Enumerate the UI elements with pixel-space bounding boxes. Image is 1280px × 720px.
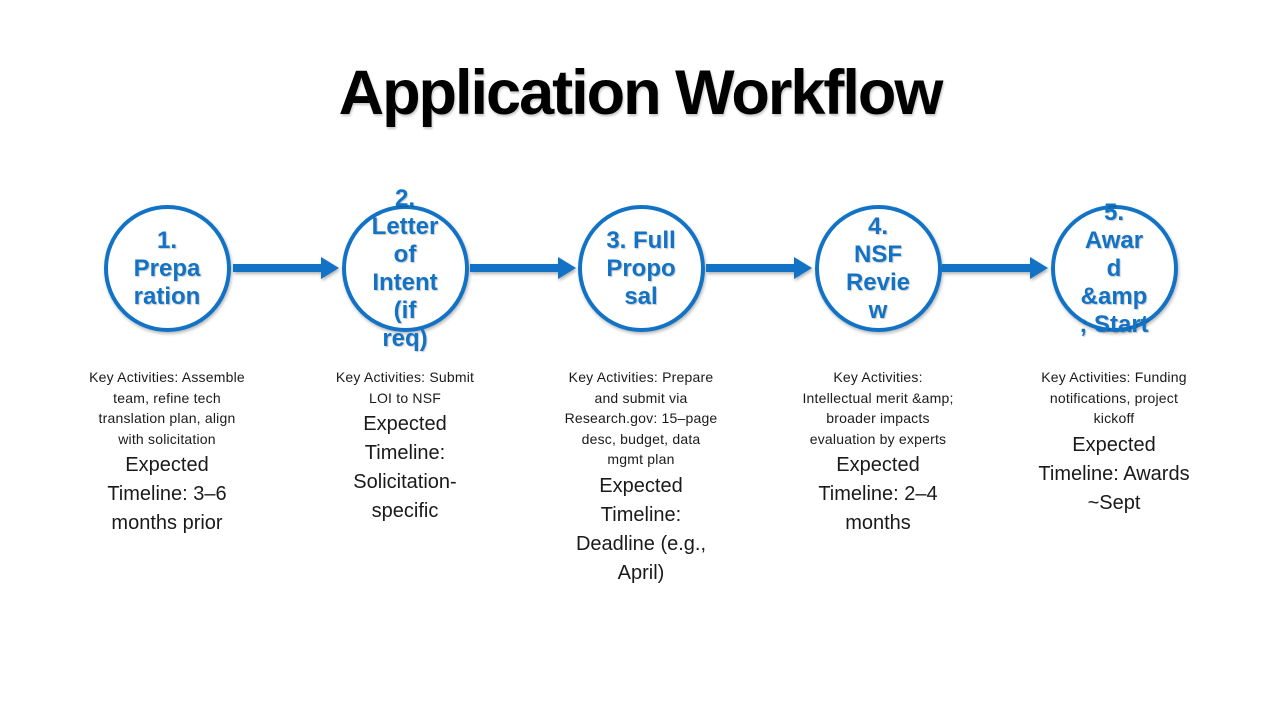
slide-title: Application Workflow [338, 58, 944, 128]
expected-timeline-text: Expected Timeline: 3–6 months prior [107, 454, 227, 534]
arrow-head [321, 257, 339, 279]
stage-circle-5: 5. Awar d &amp ; Start [1050, 199, 1178, 338]
arrow-head [794, 257, 812, 279]
stage-circle-1: 1. Prepa ration [103, 205, 231, 332]
key-activities-text: Key Activities: Intellectual merit &amp;… [802, 369, 954, 447]
arrow-shaft [470, 264, 560, 272]
right-arrow-icon [706, 257, 812, 279]
arrow-shaft [233, 264, 323, 272]
key-activities-text: Key Activities: Submit LOI to NSF [335, 369, 475, 406]
stage-circle-4: 4. NSF Revie w [814, 205, 942, 332]
key-activities-text: Key Activities: Prepare and submit via R… [564, 369, 718, 467]
expected-timeline-text: Expected Timeline: 2–4 months [818, 454, 938, 534]
arrow-shaft [942, 264, 1032, 272]
right-arrow-icon [942, 257, 1048, 279]
stage-circle-label: 5. Awar d &amp ; Start [1079, 198, 1149, 338]
expected-timeline-text: Expected Timeline: Solicitation- specifi… [353, 413, 457, 522]
right-arrow-icon [470, 257, 576, 279]
stage-circle-2: 2. Letter of Intent (if req) [341, 185, 469, 352]
arrow-head [558, 257, 576, 279]
workflow-stage-1: 1. Prepa ration Key Activities: Assemble… [55, 205, 279, 538]
arrow-head [1030, 257, 1048, 279]
expected-timeline-text: Expected Timeline: Awards ~Sept [1038, 433, 1190, 514]
stage-circle-3: 3. Full Propo sal [577, 205, 705, 332]
stage-circle-label: 1. Prepa ration [133, 226, 201, 310]
stage-circle-label: 2. Letter of Intent (if req) [371, 184, 439, 352]
workflow-stage-3: 3. Full Propo sal Key Activities: Prepar… [529, 205, 753, 588]
arrow-shaft [706, 264, 796, 272]
workflow-stage-5: 5. Awar d &amp ; Start Key Activities: F… [1002, 199, 1226, 518]
workflow-stage-4: 4. NSF Revie w Key Activities: Intellect… [766, 205, 990, 538]
stage-circle-label: 4. NSF Revie w [845, 212, 911, 324]
right-arrow-icon [233, 257, 339, 279]
key-activities-text: Key Activities: Funding notifications, p… [1041, 369, 1187, 426]
key-activities-text: Key Activities: Assemble team, refine te… [89, 369, 245, 447]
stage-circle-label: 3. Full Propo sal [606, 226, 676, 310]
workflow-stage-2: 2. Letter of Intent (if req) Key Activit… [293, 185, 517, 526]
expected-timeline-text: Expected Timeline: Deadline (e.g., April… [575, 474, 707, 584]
